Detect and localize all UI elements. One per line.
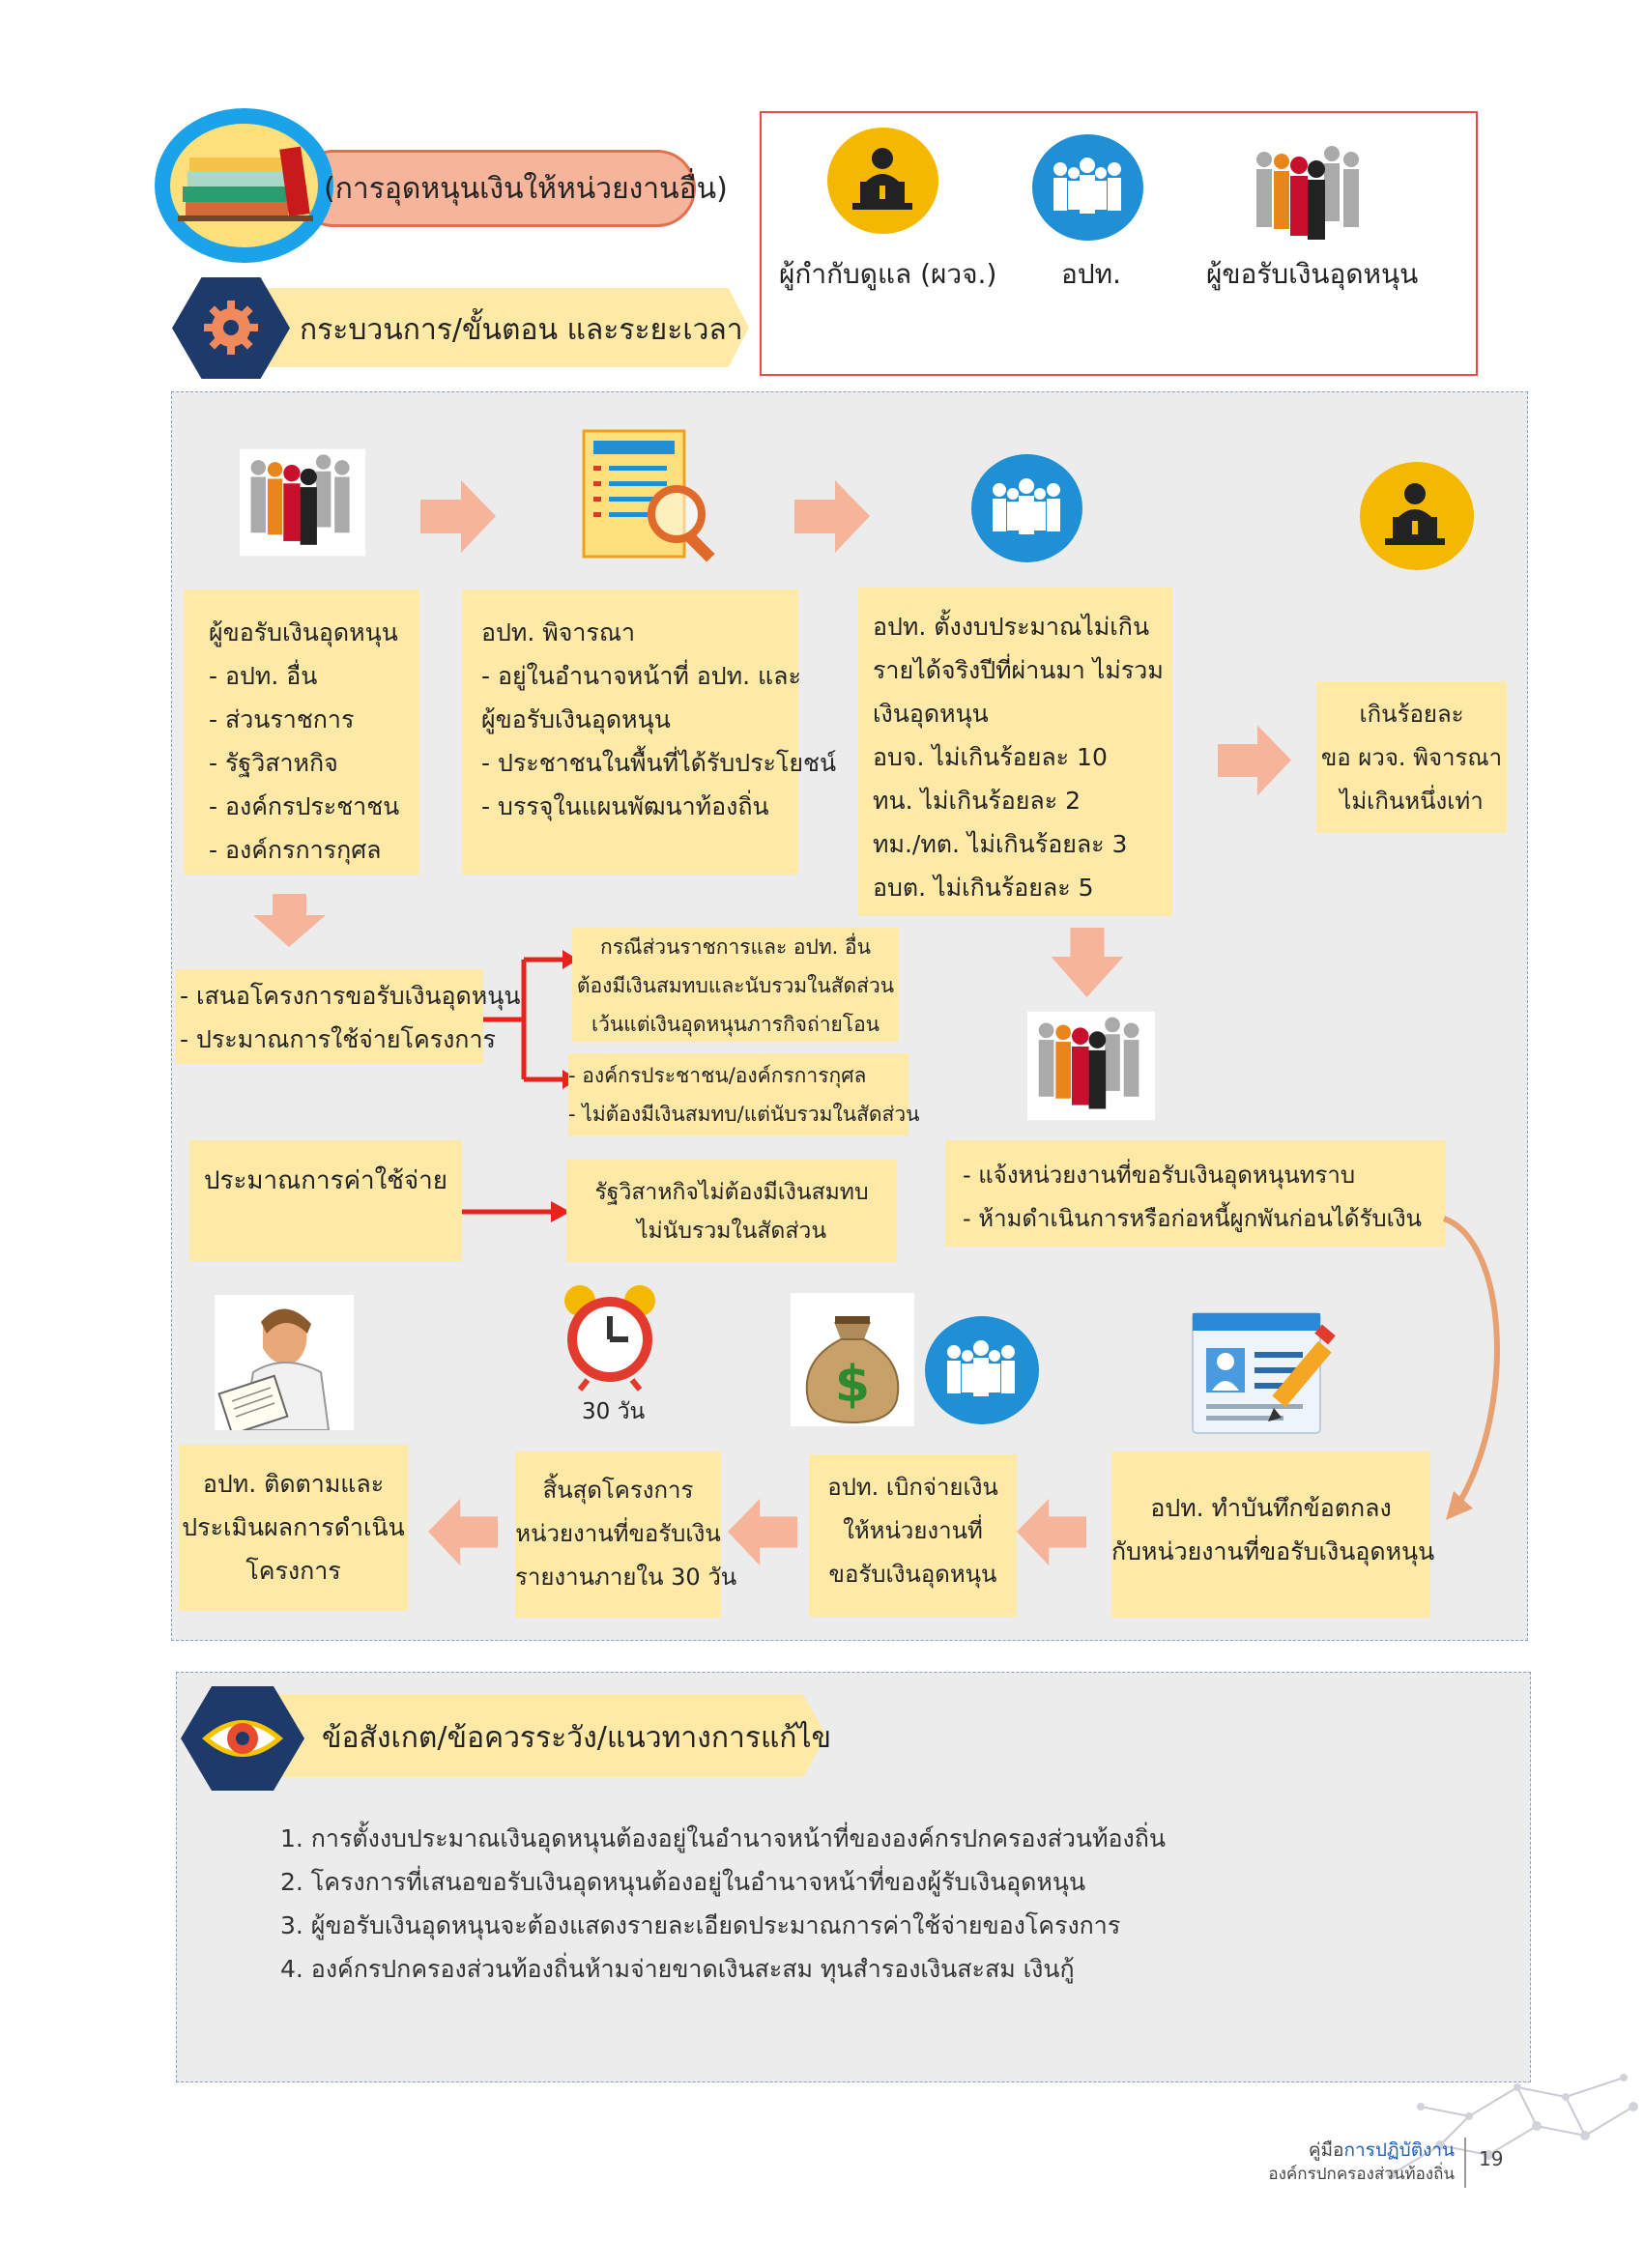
box-lao-followup: อปท. ติดตามและ ประเมินผลการดำเนิน โครงกา… [179,1445,408,1611]
page-number: 19 [1479,2147,1503,2170]
box-lao-considers: อปท. พิจารณา - อยู่ในอำนาจหน้าที่ อปท. แ… [462,589,798,875]
money-bag-icon: $ [791,1293,914,1426]
arrow-right [1218,725,1291,796]
box-submit-project: - เสนอโครงการขอรับเงินอุดหนุน - ประมาณกา… [176,969,483,1064]
official-podium-icon [1360,462,1474,570]
id-card-pencil-icon [1189,1309,1343,1437]
red-arrow-right [462,1198,570,1225]
legend-label-recipient: ผู้ขอรับเงินอุดหนุน [1206,253,1418,296]
crowd-icon [240,445,365,560]
list-item: 1. การตั้งงบประมาณเงินอุดหนุนต้องอยู่ในอ… [280,1817,1166,1860]
crowd-icon [1245,140,1375,251]
notes-list: 1. การตั้งงบประมาณเงินอุดหนุนต้องอยู่ในอ… [280,1817,1166,1991]
books-icon [178,138,318,235]
list-item: 2. โครงการที่เสนอขอรับเงินอุดหนุนต้องอยู… [280,1860,1166,1904]
box-project-end: สิ้นสุดโครงการ หน่วยงานที่ขอรับเงิน รายง… [515,1451,721,1618]
curved-arrow [1440,1213,1517,1532]
eye-icon [198,1711,287,1766]
arrow-right [420,480,496,553]
group-people-icon [1032,134,1143,241]
box-gov-lao-case: กรณีส่วนราชการและ อปท. อื่น ต้องมีเงินสม… [572,928,899,1042]
legend-label-supervisor: ผู้กำกับดูแล (ผวจ.) [779,253,996,296]
title-pill-text: (การอุดหนุนเงินให้หน่วยงานอื่น) [324,166,728,212]
red-branch-arrows [483,942,580,1106]
svg-text:$: $ [835,1356,870,1414]
footer-divider [1464,2138,1466,2188]
legend-box: ผู้กำกับดูแล (ผวจ.) อปท. ผู้ขอรับเงินอุด… [760,111,1478,376]
box-expense-estimate: ประมาณการค่าใช้จ่าย [189,1140,462,1261]
gear-icon [202,299,260,357]
list-item: 3. ผู้ขอรับเงินอุดหนุนจะต้องแสดงรายละเอี… [280,1904,1166,1947]
clock-label: 30 วัน [582,1394,645,1429]
official-podium-icon [827,128,938,234]
process-banner-text: กระบวนการ/ขั้นตอน และระยะเวลา [300,307,743,353]
box-lao-disburse: อปท. เบิกจ่ายเงิน ให้หน่วยงานที่ ขอรับเง… [809,1454,1017,1617]
arrow-down [253,894,326,947]
box-budget-limits: อปท. ตั้งงบประมาณไม่เกิน รายได้จริงปีที่… [858,588,1172,916]
group-people-icon [971,454,1082,562]
box-civil-charity: - องค์กรประชาชน/องค์กรการกุศล - ไม่ต้องม… [568,1053,909,1135]
document-search-icon [580,427,730,562]
notes-banner-text: ข้อสังเกต/ข้อควรระวัง/แนวทางการแก้ไข [322,1715,831,1761]
group-people-icon [925,1316,1039,1424]
footer-org: องค์กรปกครองส่วนท้องถิ่น [1247,2161,1455,2187]
list-item: 4. องค์กรปกครองส่วนท้องถิ่นห้ามจ่ายขาดเง… [280,1947,1166,1991]
alarm-clock-icon [559,1283,661,1392]
arrow-left [728,1496,797,1568]
arrow-left [428,1496,498,1568]
crowd-icon [1027,1007,1155,1125]
reading-person-icon [215,1295,354,1430]
box-requesters: ผู้ขอรับเงินอุดหนุน - อปท. อื่น - ส่วนรา… [184,589,419,875]
arrow-down [1051,928,1124,997]
box-state-enterprise: รัฐวิสาหกิจไม่ต้องมีเงินสมทบ ไม่นับรวมใน… [566,1160,897,1262]
legend-label-lao: อปท. [1061,253,1121,296]
box-exceed-percent: เกินร้อยละ ขอ ผวจ. พิจารณา ไม่เกินหนึ่งเ… [1316,681,1507,833]
books-icon-circle [155,108,333,263]
arrow-left [1017,1496,1086,1568]
box-lao-mou: อปท. ทำบันทึกข้อตกลง กับหน่วยงานที่ขอรับ… [1111,1451,1430,1618]
box-notify-recipient: - แจ้งหน่วยงานที่ขอรับเงินอุดหนุนทราบ - … [945,1140,1446,1247]
arrow-right [794,480,870,553]
